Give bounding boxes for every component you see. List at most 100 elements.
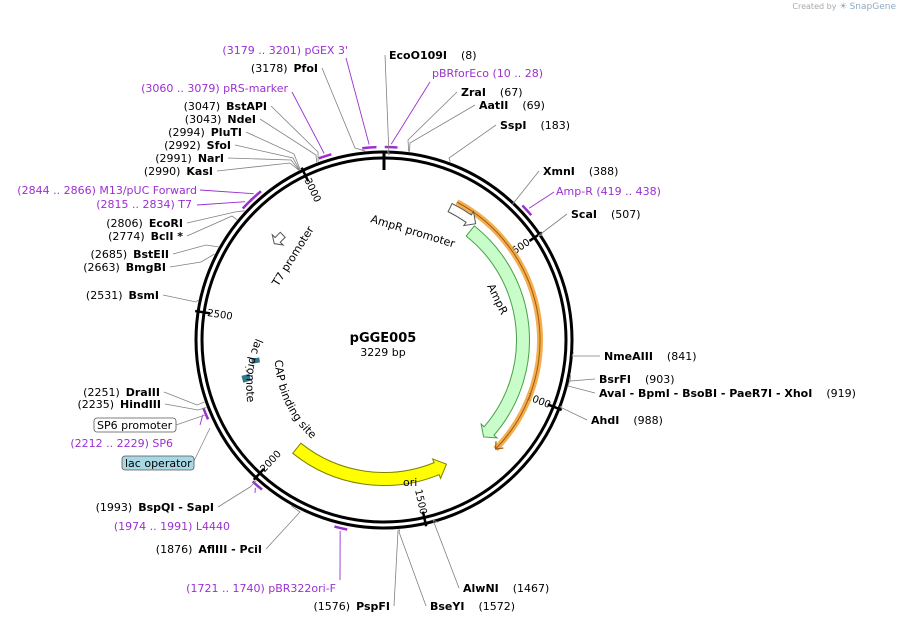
primer-1-label[interactable]: Amp-R (419 .. 438) [556,185,661,198]
site-leader-1 [407,91,458,152]
tick-label-3000: 3000 [302,177,323,205]
site-pos-2: (69) [522,99,545,112]
site-name-28[interactable]: PfoI [294,62,319,75]
plasmid-name: pGGE005 [350,331,417,346]
site-pos-16: (2251) [83,386,120,399]
site-6[interactable]: NmeAIII(841) [571,350,697,363]
site-8[interactable]: AvaI - BpmI - BsoBI - PaeR7I - XhoI(919) [567,380,856,400]
site-26[interactable]: NdeI(3043) [185,113,318,163]
site-name-22[interactable]: KasI [186,165,213,178]
site-17[interactable]: BsmI (2531) [86,289,199,303]
site-name-0[interactable]: EcoO109I [389,49,447,62]
primer-1-mark[interactable] [521,204,533,217]
site-leader-11 [398,529,427,607]
site-10[interactable]: AlwNI(1467) [432,519,549,595]
site-name-27[interactable]: BstAPI [226,100,267,113]
site-27[interactable]: BstAPI(3047) [184,100,319,162]
site-name-8[interactable]: AvaI - BpmI - BsoBI - PaeR7I - XhoI [599,387,812,400]
primer-2-label[interactable]: (1721 .. 1740) pBR322ori-F [186,582,336,595]
site-pos-17: (2531) [86,289,123,302]
primer-6-mark[interactable] [249,190,262,202]
site-name-21[interactable]: EcoRI [149,217,183,230]
site-4[interactable]: XmnI (388) [511,165,619,206]
site-23[interactable]: NarI(2991) [155,152,300,171]
site-21[interactable]: EcoRI (2806) [106,210,245,230]
feature-ampr[interactable] [465,225,530,439]
site-name-5[interactable]: ScaI [571,208,597,221]
site-5[interactable]: ScaI(507) [537,208,641,237]
site-28[interactable]: PfoI(3178) [251,62,366,152]
site-19[interactable]: BstEII(2685) [91,244,219,261]
site-leader-4 [511,170,540,206]
tick-mark-2000 [252,467,265,481]
site-0[interactable]: EcoO109I(8) [384,49,477,156]
site-24[interactable]: SfoI(2992) [164,139,300,171]
site-name-4[interactable]: XmnI [543,165,575,178]
site-name-7[interactable]: BsrFI [599,373,631,386]
site-9[interactable]: AhdI(988) [559,405,663,427]
cap-path-text: CAP binding site [272,359,319,441]
primer-4-mark[interactable] [202,407,210,420]
feature-lac-box-2[interactable] [251,357,261,364]
site-name-11[interactable]: BseYI [430,600,464,613]
snapgene-credit: Created by ☀ SnapGene [792,2,896,12]
site-name-3[interactable]: SspI [500,119,526,132]
primer-6-leader [199,189,254,195]
site-name-20[interactable]: BclI * [151,230,184,243]
site-name-16[interactable]: DraIII [126,386,160,399]
tick-mark-1000 [547,403,563,412]
primer-7-mark[interactable] [318,153,332,160]
primer-0-label[interactable]: pBRforEco (10 .. 28) [432,67,543,80]
site-name-18[interactable]: BmgBI [126,261,166,274]
site-15[interactable]: HindIII(2235) [77,398,207,411]
primer-4-label[interactable]: (2212 .. 2229) SP6 [70,437,173,450]
site-name-14[interactable]: BspQI - SapI [138,501,214,514]
site-name-19[interactable]: BstEII [133,248,169,261]
primer-3-mark[interactable] [251,480,263,491]
site-12[interactable]: PspFI(1576) [314,529,399,613]
site-name-2[interactable]: AatII [479,99,508,112]
site-name-12[interactable]: PspFI [356,600,390,613]
site-pos-21: (2806) [106,217,143,230]
site-name-26[interactable]: NdeI [227,113,256,126]
primer-8-mark[interactable] [362,145,377,150]
site-name-17[interactable]: BsmI [129,289,160,302]
site-11[interactable]: BseYI(1572) [398,529,515,613]
site-name-1[interactable]: ZraI [461,86,486,99]
site-name-6[interactable]: NmeAIII [604,350,653,363]
selection-highlight-core [456,201,541,450]
site-7[interactable]: BsrFI(903) [569,373,675,386]
site-25[interactable]: PluTI(2994) [168,126,301,170]
feature-ampr-promoter[interactable] [447,202,477,227]
site-name-23[interactable]: NarI [198,152,224,165]
site-16[interactable]: DraIII (2251) [83,386,205,406]
site-2[interactable]: AatII (69) [409,99,545,152]
site-leader-21 [186,210,245,224]
primer-6-label[interactable]: (2844 .. 2866) M13/pUC Forward [17,184,197,197]
primer-7-label[interactable]: (3060 .. 3079) pRS-marker [141,82,288,95]
site-1[interactable]: ZraI(67) [407,86,523,152]
site-18[interactable]: BmgBI(2663) [83,253,215,274]
site-name-9[interactable]: AhdI [591,414,619,427]
site-20[interactable]: BclI *(2774) [108,215,238,243]
primers-layer: pBRforEco (10 .. 28) Amp-R (419 .. 438) (1… [17,44,661,595]
feature-lac-box-0[interactable] [241,373,252,383]
site-name-13[interactable]: AflIII - PciI [198,543,262,556]
site-pos-4: (388) [589,165,619,178]
site-3[interactable]: SspI(183) [448,119,570,163]
site-13[interactable]: AflIII - PciI(1876) [156,505,301,556]
site-14[interactable]: BspQI - SapI(1993) [96,480,257,514]
site-22[interactable]: KasI(2990) [144,162,300,178]
feature-ori[interactable] [292,442,448,486]
site-name-15[interactable]: HindIII [120,398,161,411]
site-name-24[interactable]: SfoI [207,139,231,152]
feature-t7-promoter[interactable] [271,231,286,246]
site-leader-22 [216,162,300,172]
site-name-10[interactable]: AlwNI [463,582,499,595]
site-name-25[interactable]: PluTI [211,126,242,139]
primer-8-label[interactable]: (3179 .. 3201) pGEX 3' [222,44,348,57]
primer-2-mark[interactable] [334,525,348,531]
primer-5-label[interactable]: (2815 .. 2834) T7 [96,198,192,211]
site-leader-0 [384,54,390,156]
primer-3-label[interactable]: (1974 .. 1991) L4440 [114,520,230,533]
